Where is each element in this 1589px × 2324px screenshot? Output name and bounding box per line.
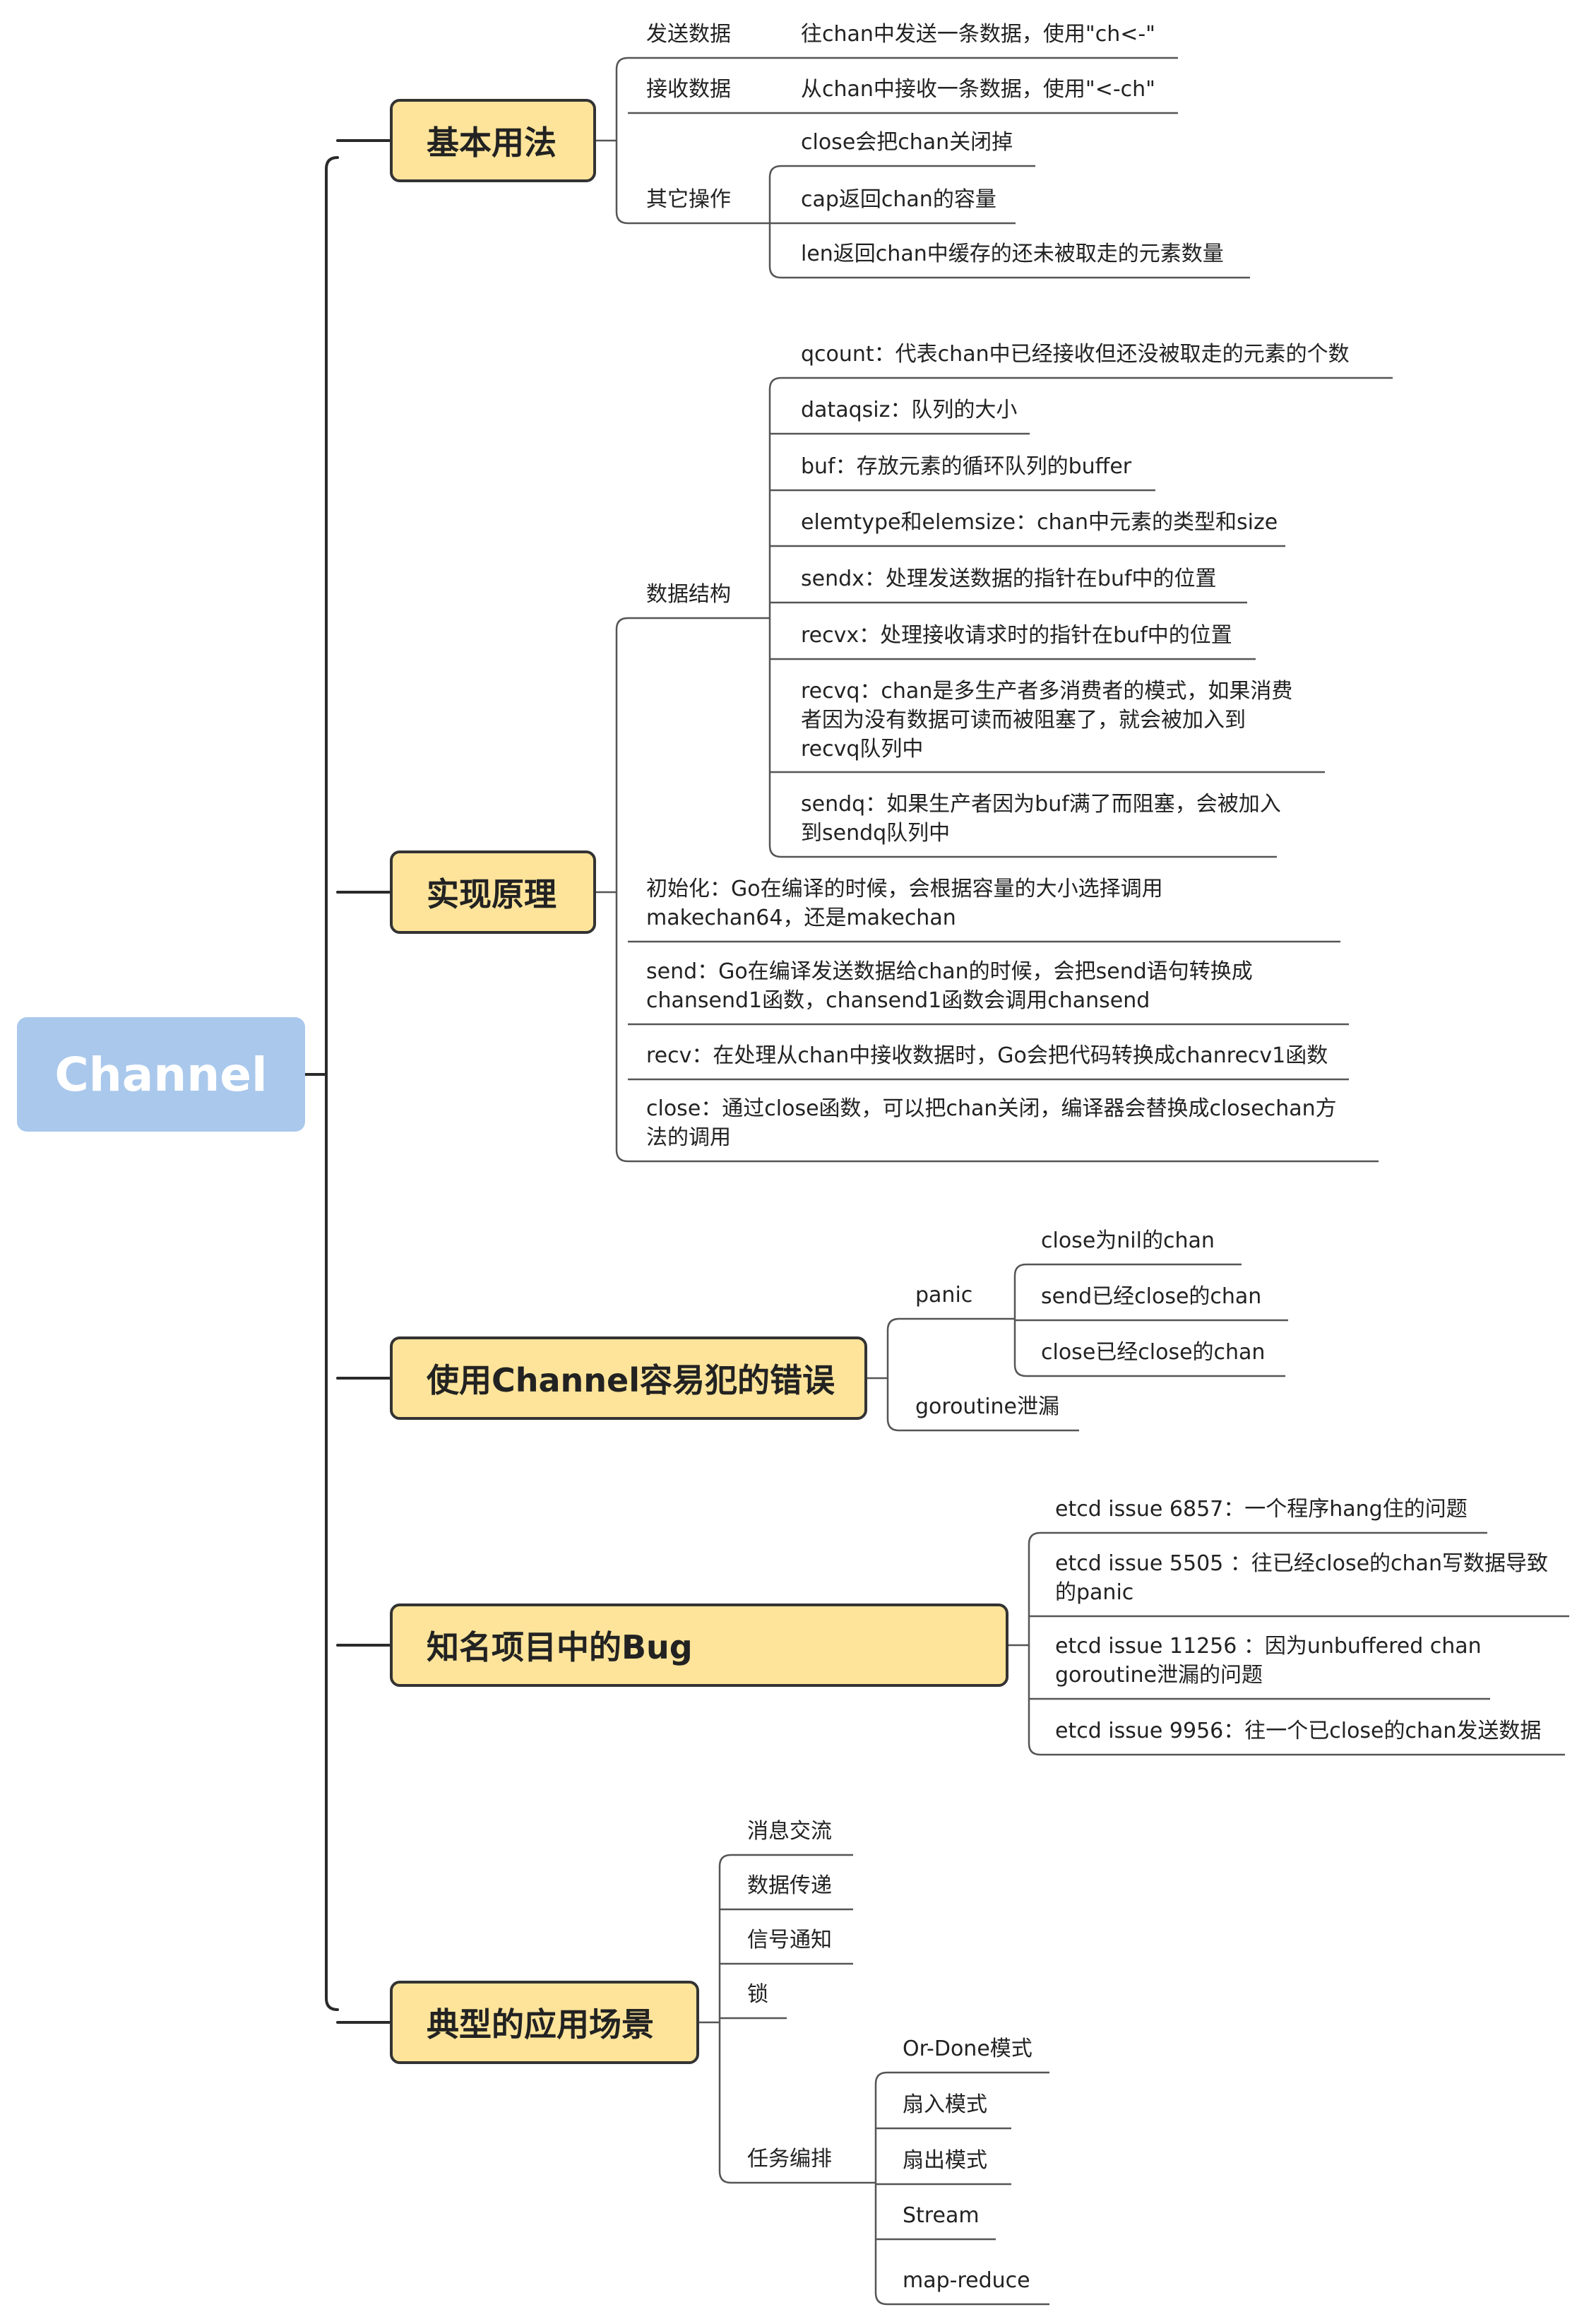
- leaf-buf[interactable]: buf：存放元素的循环队列的buffer: [801, 454, 1132, 479]
- leaf-etcd-5505-line2: 的panic: [1055, 1580, 1134, 1605]
- topic-send-line2: chansend1函数，chansend1函数会调用chansend: [646, 988, 1150, 1013]
- leaf-signal-notify[interactable]: 信号通知: [747, 1928, 832, 1952]
- branch-basic-usage[interactable]: 基本用法: [390, 99, 596, 182]
- leaf-sendq-line1[interactable]: sendq：如果生产者因为buf满了而阻塞，会被加入: [801, 792, 1281, 817]
- branch-common-mistakes[interactable]: 使用Channel容易犯的错误: [390, 1336, 867, 1420]
- leaf-fan-out[interactable]: 扇出模式: [903, 2148, 987, 2173]
- leaf-send-data-desc[interactable]: 往chan中发送一条数据，使用"ch<-": [801, 22, 1155, 47]
- leaf-qcount[interactable]: qcount：代表chan中已经接收但还没被取走的元素的个数: [801, 342, 1350, 367]
- leaf-lock[interactable]: 锁: [747, 1982, 768, 2007]
- leaf-or-done[interactable]: Or-Done模式: [903, 2037, 1032, 2061]
- leaf-elemtype[interactable]: elemtype和elemsize：chan中元素的类型和size: [801, 510, 1278, 535]
- leaf-close-closed[interactable]: close已经close的chan: [1041, 1340, 1266, 1365]
- leaf-sendq-line2: 到sendq队列中: [801, 821, 951, 846]
- branch-use-cases[interactable]: 典型的应用场景: [390, 1981, 699, 2064]
- leaf-etcd-5505-line1[interactable]: etcd issue 5505 ：往已经close的chan写数据导致: [1055, 1551, 1548, 1576]
- root-node[interactable]: Channel: [17, 1017, 305, 1132]
- leaf-etcd-6857[interactable]: etcd issue 6857：一个程序hang住的问题: [1055, 1497, 1468, 1522]
- leaf-close-nil[interactable]: close为nil的chan: [1041, 1228, 1215, 1253]
- topic-other-ops[interactable]: 其它操作: [646, 187, 731, 212]
- leaf-fan-in[interactable]: 扇入模式: [903, 2092, 987, 2117]
- leaf-etcd-9956[interactable]: etcd issue 9956：往一个已close的chan发送数据: [1055, 1719, 1542, 1743]
- topic-goroutine-leak[interactable]: goroutine泄漏: [915, 1394, 1060, 1419]
- topic-close-line1[interactable]: close：通过close函数，可以把chan关闭，编译器会替换成closech…: [646, 1096, 1337, 1121]
- leaf-etcd-11256-line1[interactable]: etcd issue 11256 ：因为unbuffered chan: [1055, 1634, 1482, 1659]
- leaf-recvx[interactable]: recvx：处理接收请求时的指针在buf中的位置: [801, 623, 1232, 648]
- leaf-sendx[interactable]: sendx：处理发送数据的指针在buf中的位置: [801, 567, 1217, 591]
- leaf-etcd-11256-line2: goroutine泄漏的问题: [1055, 1663, 1263, 1688]
- topic-receive-data[interactable]: 接收数据: [646, 77, 731, 102]
- leaf-stream[interactable]: Stream: [903, 2203, 980, 2228]
- leaf-message-exchange[interactable]: 消息交流: [747, 1819, 832, 1844]
- topic-init-line2: makechan64，还是makechan: [646, 906, 956, 930]
- leaf-data-transfer[interactable]: 数据传递: [747, 1873, 832, 1898]
- branch-implementation[interactable]: 实现原理: [390, 850, 596, 934]
- topic-panic[interactable]: panic: [915, 1283, 973, 1308]
- topic-data-structure[interactable]: 数据结构: [646, 582, 731, 607]
- topic-send-data[interactable]: 发送数据: [646, 22, 731, 47]
- leaf-len[interactable]: len返回chan中缓存的还未被取走的元素数量: [801, 242, 1224, 266]
- topic-task-orchestration[interactable]: 任务编排: [747, 2147, 832, 2171]
- leaf-map-reduce[interactable]: map-reduce: [903, 2268, 1030, 2293]
- topic-send-line1[interactable]: send：Go在编译发送数据给chan的时候，会把send语句转换成: [646, 959, 1253, 984]
- leaf-recvq-line3: recvq队列中: [801, 737, 924, 761]
- leaf-dataqsiz[interactable]: dataqsiz：队列的大小: [801, 398, 1018, 422]
- leaf-cap[interactable]: cap返回chan的容量: [801, 187, 996, 212]
- leaf-receive-data-desc[interactable]: 从chan中接收一条数据，使用"<-ch": [801, 77, 1155, 102]
- topic-close-line2: 法的调用: [646, 1125, 731, 1150]
- leaf-close[interactable]: close会把chan关闭掉: [801, 130, 1013, 155]
- leaf-recvq-line1[interactable]: recvq：chan是多生产者多消费者的模式，如果消费: [801, 679, 1293, 704]
- leaf-recvq-line2: 者因为没有数据可读而被阻塞了，就会被加入到: [801, 708, 1246, 733]
- leaf-send-closed[interactable]: send已经close的chan: [1041, 1284, 1262, 1309]
- branch-known-bugs[interactable]: 知名项目中的Bug: [390, 1603, 1008, 1687]
- topic-init-line1[interactable]: 初始化：Go在编译的时候，会根据容量的大小选择调用: [646, 877, 1163, 901]
- topic-recv[interactable]: recv：在处理从chan中接收数据时，Go会把代码转换成chanrecv1函数: [646, 1043, 1328, 1068]
